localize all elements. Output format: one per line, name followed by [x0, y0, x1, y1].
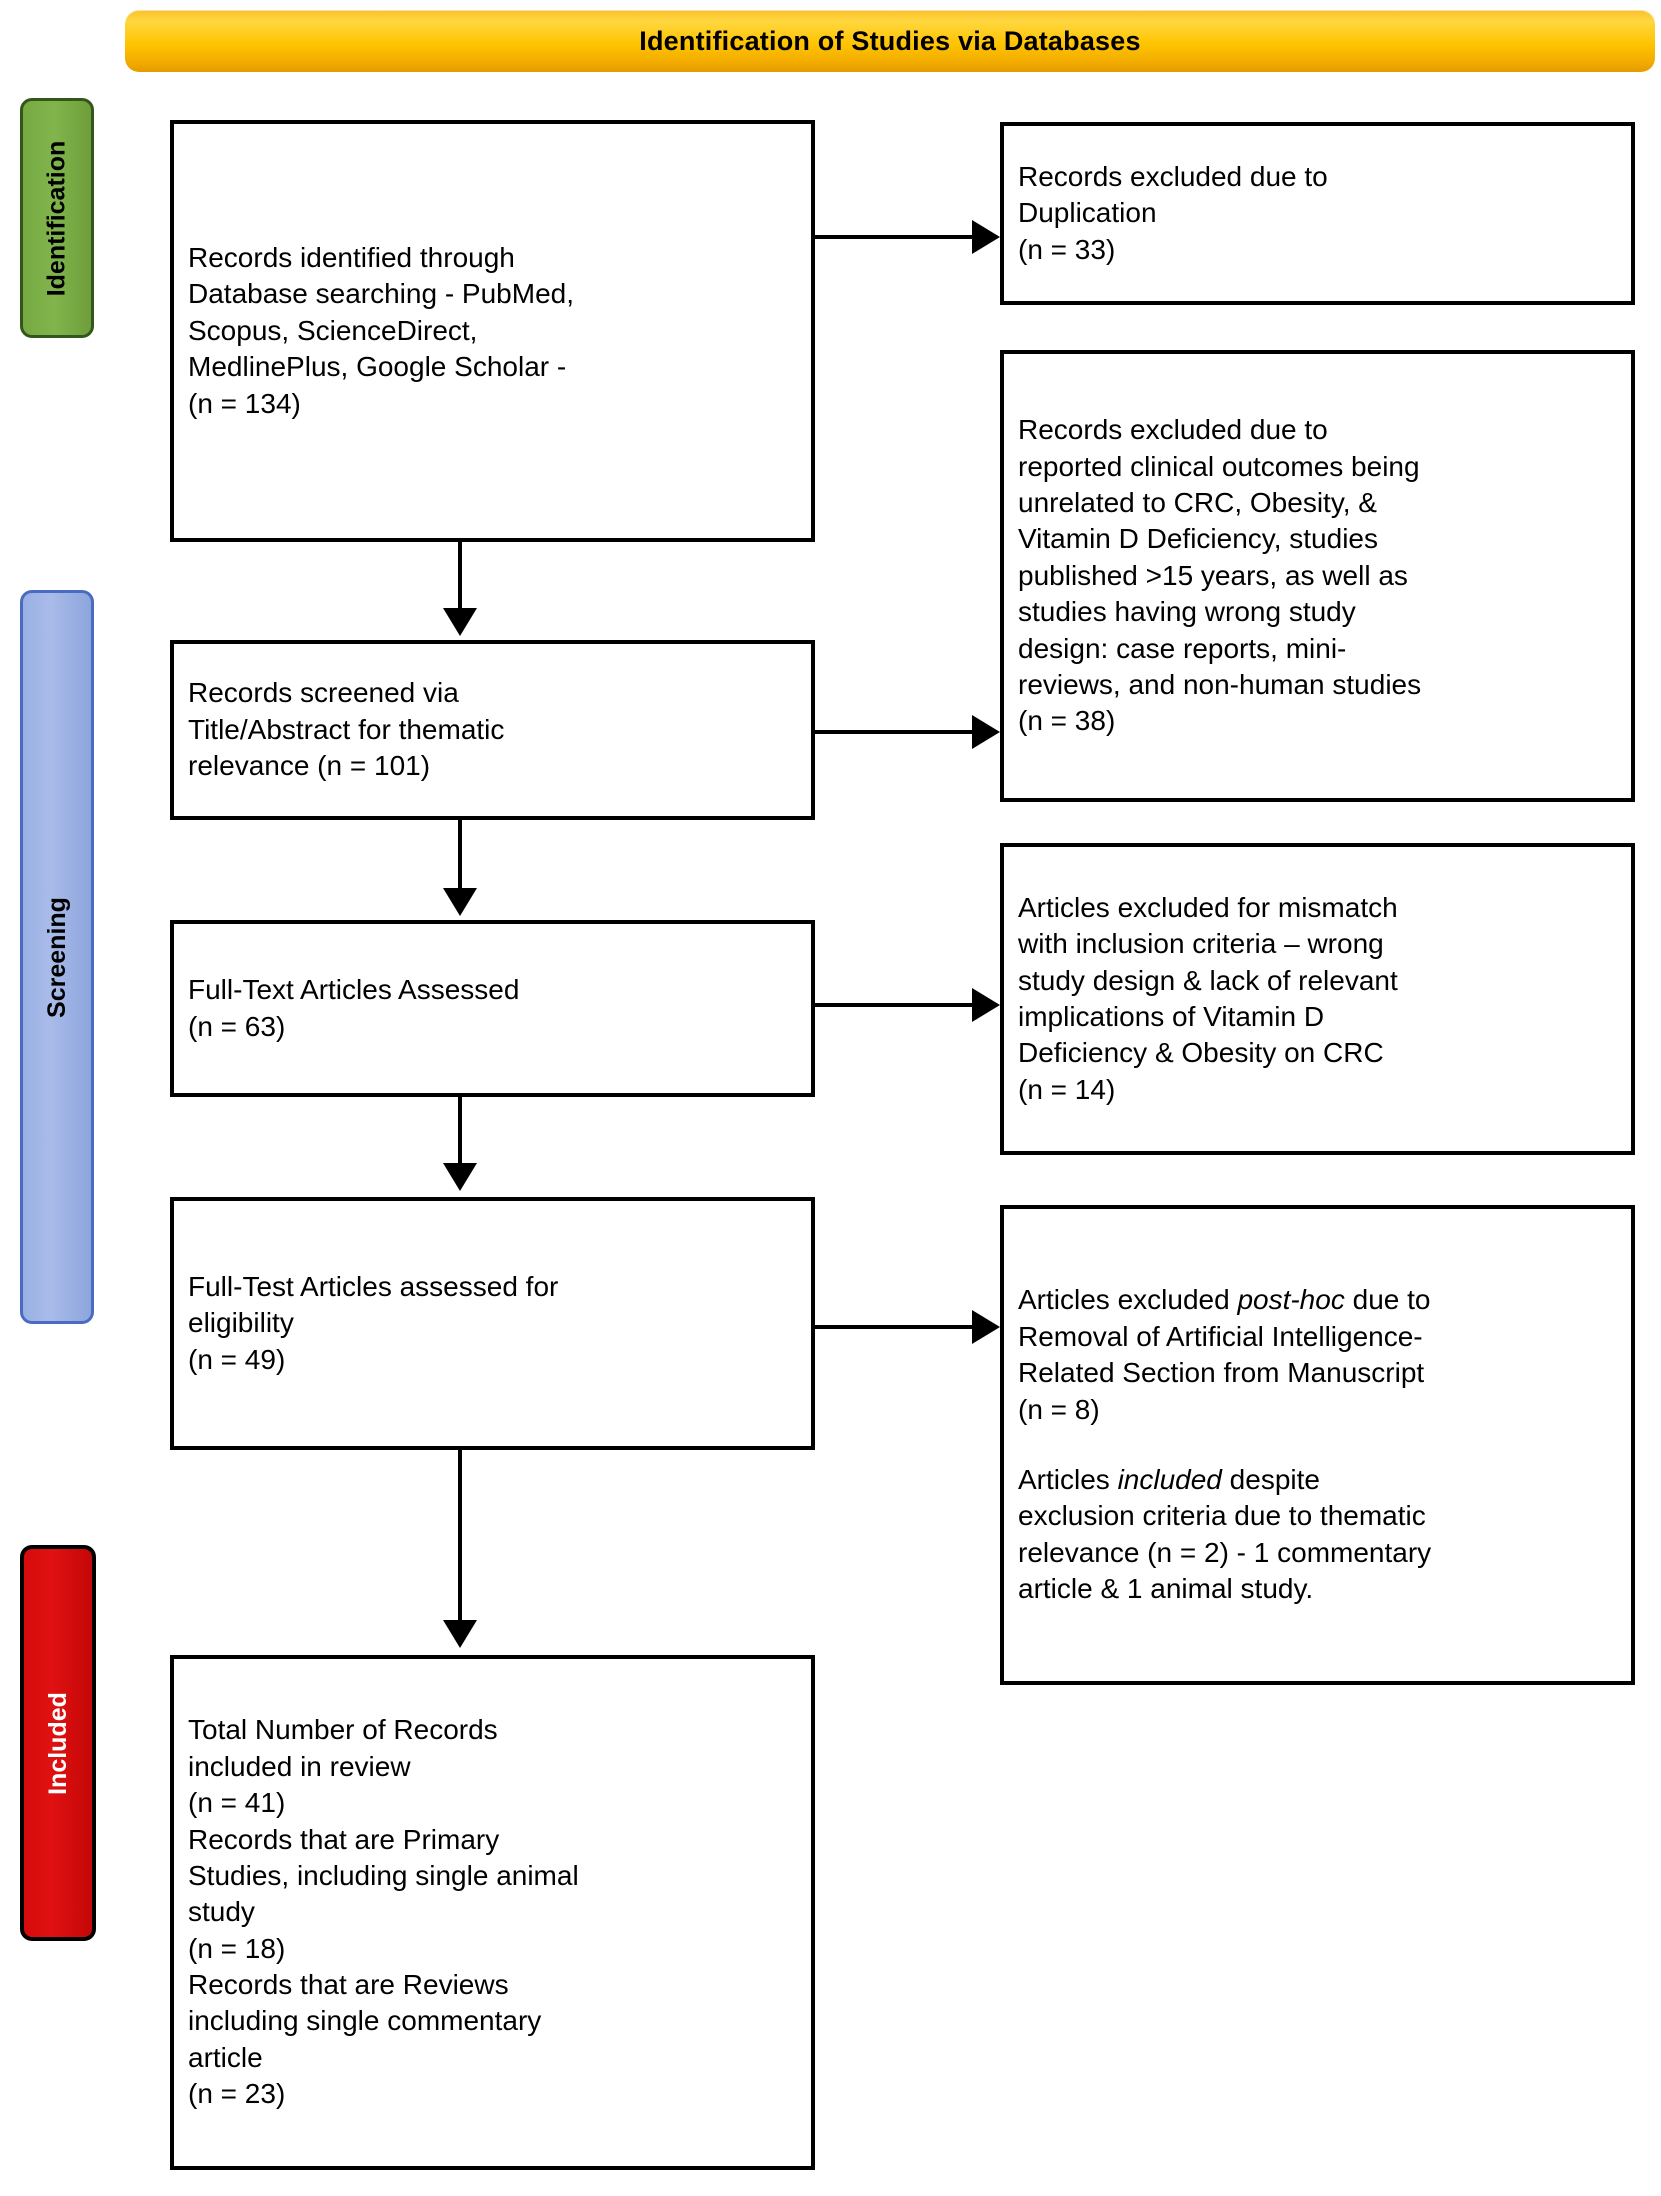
connector-fulltext-to-mismatch-arrow [972, 988, 1000, 1022]
included-pre-text: Articles [1018, 1464, 1118, 1495]
box-excluded-duplication-text: Records excluded due to Duplication (n =… [1018, 160, 1328, 265]
box-fulltext-assessed: Full-Text Articles Assessed (n = 63) [170, 920, 815, 1097]
connector-eligibility-to-posthoc-line [815, 1325, 975, 1329]
included-emphasis: included [1117, 1464, 1222, 1495]
stage-bar-included: Included [20, 1545, 96, 1941]
posthoc-emphasis: post-hoc [1237, 1284, 1345, 1316]
box-total-included-text: Total Number of Records included in revi… [188, 1714, 579, 2110]
connector-screened-to-outcomes-arrow [972, 715, 1000, 749]
box-excluded-outcomes-text: Records excluded due to reported clinica… [1018, 414, 1422, 737]
connector-identified-to-screened-line [458, 542, 462, 612]
paragraph-included-despite: Articles included despite exclusion crit… [1018, 1462, 1617, 1608]
box-records-screened-text: Records screened via Title/Abstract for … [188, 677, 505, 782]
stage-bar-screening: Screening [20, 590, 94, 1324]
box-fulltext-eligibility-text: Full-Test Articles assessed for eligibil… [188, 1270, 559, 1375]
diagram-header-banner: Identification of Studies via Databases [125, 10, 1655, 72]
stage-bar-identification: Identification [20, 98, 94, 338]
box-total-included: Total Number of Records included in revi… [170, 1655, 815, 2170]
box-excluded-mismatch-text: Articles excluded for mismatch with incl… [1018, 891, 1398, 1105]
connector-eligibility-to-posthoc-arrow [972, 1310, 1000, 1344]
box-records-identified: Records identified through Database sear… [170, 120, 815, 542]
box-fulltext-eligibility: Full-Test Articles assessed for eligibil… [170, 1197, 815, 1450]
included-post-text: despite exclusion criteria due to themat… [1018, 1464, 1432, 1605]
box-excluded-mismatch: Articles excluded for mismatch with incl… [1000, 843, 1635, 1155]
stage-label-identification: Identification [42, 140, 71, 296]
connector-fulltext-to-eligibility-arrow [443, 1163, 477, 1191]
posthoc-pre-text: Articles excluded [1018, 1284, 1238, 1316]
connector-screened-to-fulltext-arrow [443, 888, 477, 916]
connector-identified-to-screened-arrow [443, 608, 477, 636]
stage-label-screening: Screening [42, 896, 71, 1018]
connector-screened-to-outcomes-line [815, 730, 975, 734]
connector-identified-to-duplication-line [815, 235, 975, 239]
connector-eligibility-to-total-line [458, 1450, 462, 1622]
connector-fulltext-to-mismatch-line [815, 1003, 975, 1007]
connector-screened-to-fulltext-line [458, 820, 462, 892]
box-excluded-outcomes: Records excluded due to reported clinica… [1000, 350, 1635, 802]
page-title: Identification of Studies via Databases [639, 25, 1141, 56]
posthoc-post-text: due to Removal of Artificial Intelligenc… [1018, 1284, 1431, 1425]
box-excluded-duplication: Records excluded due to Duplication (n =… [1000, 122, 1635, 305]
box-excluded-posthoc-and-included: Articles excluded post-hoc due to Remova… [1000, 1205, 1635, 1685]
connector-eligibility-to-total-arrow [443, 1620, 477, 1648]
box-fulltext-assessed-text: Full-Text Articles Assessed (n = 63) [188, 974, 520, 1042]
stage-label-included: Included [43, 1691, 72, 1795]
box-excluded-posthoc-and-included-text: Articles excluded post-hoc due to Remova… [1004, 1282, 1631, 1607]
box-records-identified-text: Records identified through Database sear… [188, 242, 574, 419]
connector-fulltext-to-eligibility-line [458, 1097, 462, 1167]
connector-identified-to-duplication-arrow [972, 220, 1000, 254]
paragraph-excluded-posthoc: Articles excluded post-hoc due to Remova… [1018, 1282, 1617, 1428]
box-records-screened: Records screened via Title/Abstract for … [170, 640, 815, 820]
